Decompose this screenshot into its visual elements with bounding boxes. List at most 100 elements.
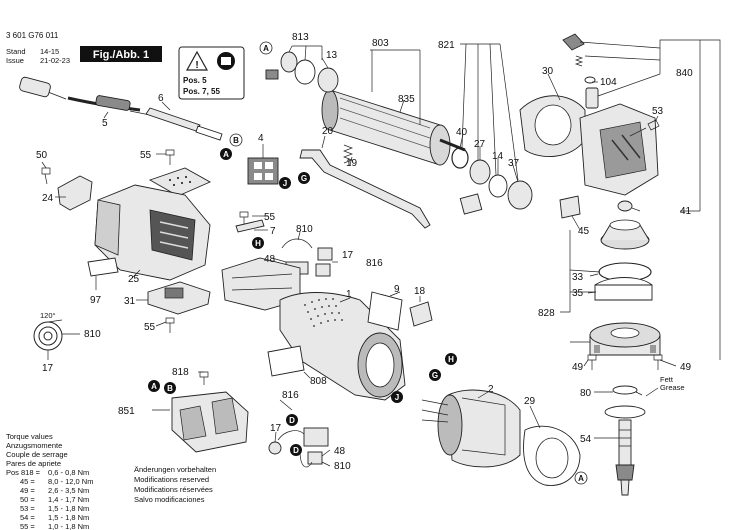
callout-letters: B A A A B A J G H H G J D D [148,41,588,485]
pinion-45 [559,195,581,219]
cord-coil-810 [33,319,63,351]
ring-17 [268,441,282,455]
rear-housing [94,184,211,281]
bearing-flange-35 [594,277,653,301]
modifications-line: Salvo modificaciones [134,495,205,504]
torque-heading: Torque values [6,432,53,441]
torque-row-pos: 50 = [20,495,35,504]
callout-letter: A [223,150,229,159]
cover-plate [57,175,93,211]
label-808 [267,345,305,377]
part-number: 29 [524,396,536,407]
part-number: 2 [488,384,494,395]
fan-37 [507,180,533,210]
callout-letter: H [255,239,261,248]
torque-heading: Anzugsmomente [6,441,62,450]
callout-letter: G [301,174,307,183]
switch-cap [148,167,212,197]
part-number: 851 [118,406,135,417]
part-number: 53 [652,106,664,117]
part-number: 25 [128,274,140,285]
part-number: 803 [372,38,389,49]
connector-b [315,263,331,277]
torque-row-value: 2,6 - 3,5 Nm [48,486,89,495]
part-number: 55 [264,212,276,223]
screw-49-left [587,354,597,370]
part-number: 17 [342,250,354,261]
screw-53 [629,119,660,137]
fig-label: Fig./Abb. 1 [93,49,149,61]
spring [343,144,353,164]
nut-block [459,193,483,215]
modifications-line: Modifications réservées [134,485,213,494]
part-number: 37 [508,158,520,169]
issue-label: Issue [6,56,24,65]
part-number: 33 [572,272,584,283]
screw-55-bottom [165,317,175,333]
part-number: 31 [124,296,136,307]
screw-49-right [653,354,663,370]
stator [421,389,521,468]
grease-note-1: Fett [660,375,674,384]
part-number: 816 [282,390,299,401]
plate-9 [367,291,403,331]
modifications-line: Änderungen vorbehalten [134,465,216,474]
torque-row-pos: 54 = [20,513,35,522]
part-number: 4 [258,133,264,144]
part-number: 55 [140,150,152,161]
type-label [87,257,119,277]
pin-840 [585,87,599,109]
fig-label-box [80,46,162,62]
torque-row-value: 8,0 - 12,0 Nm [48,477,93,486]
switch-rod [299,149,431,229]
callout-letter: J [395,393,399,402]
warning-triangle-icon [185,50,209,71]
torque-row-pos: 53 = [20,504,35,513]
torque-heading: Pares de apriete [6,459,61,468]
part-18 [409,301,433,327]
bevel-gear [600,219,650,250]
part-number: 808 [310,376,327,387]
torque-table: Torque values Anzugsmomente Couple de se… [6,432,93,530]
part-number-labels: 5 6 4 20 19 50 24 55 25 97 31 55 55 7 81… [36,32,693,472]
part-number: 840 [676,68,693,79]
warning-line-1: Pos. 5 [183,76,207,85]
callout-letter: B [167,384,173,393]
part-number: 97 [90,295,102,306]
part-number: 816 [366,258,383,269]
cable-clamp [235,219,265,233]
grease-arrow [645,387,659,397]
spindle [615,419,635,496]
bearing-13 [317,67,339,93]
screw-55-top [165,149,175,165]
part-number: 35 [572,288,584,299]
part-number: 17 [42,363,54,374]
torque-row-value: 0,6 - 0,8 Nm [48,468,89,477]
part-number: 17 [270,423,282,434]
torque-row-value: 1,4 - 1,7 Nm [48,495,89,504]
callout-letter: A [263,44,269,53]
part-number: 7 [270,226,276,237]
callout-letter: A [151,382,157,391]
part-number: 5 [102,118,108,129]
part-number: 48 [264,254,276,265]
part-number: 13 [326,50,338,61]
torque-row-pos: 55 = [20,522,35,530]
auxiliary-handle-851 [171,391,249,453]
washer-14 [488,174,508,198]
issue-value: 21-02-23 [40,56,70,65]
torque-row-pos: 49 = [20,486,35,495]
spindle-flange [589,322,661,356]
bearing-813b [294,59,316,85]
torque-heading: Couple de serrage [6,450,68,459]
washer-80 [612,385,638,395]
callout-letter: J [283,179,287,188]
screw-55-clamp [239,211,249,225]
modifications-line: Modifications reserved [134,475,209,484]
callout-letter: D [289,416,295,425]
bearing-27 [469,159,491,185]
part-number: 55 [144,322,156,333]
callout-letter: B [233,136,239,145]
brush-holder [247,157,279,185]
